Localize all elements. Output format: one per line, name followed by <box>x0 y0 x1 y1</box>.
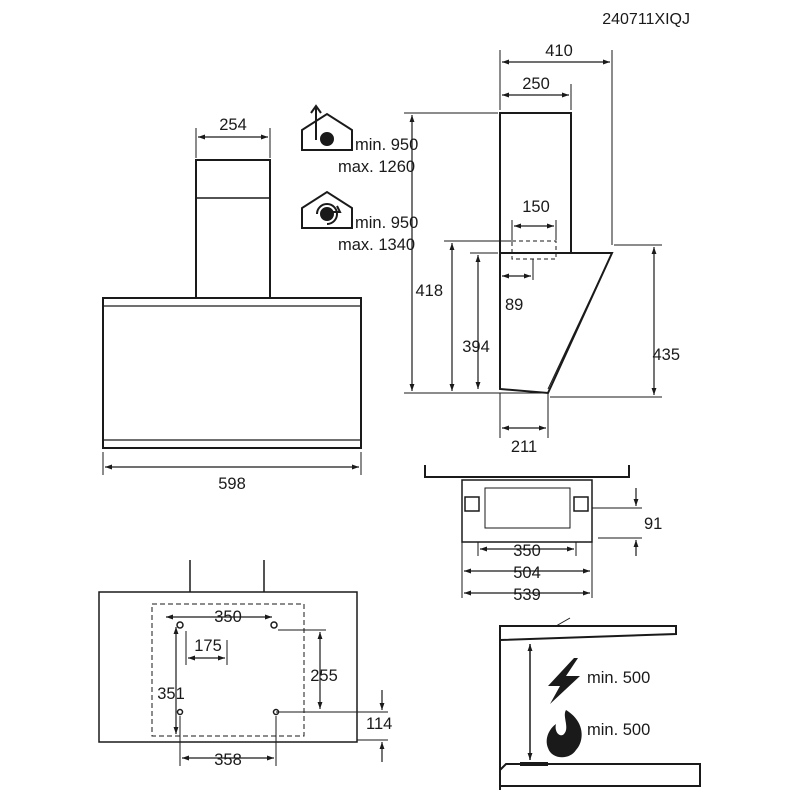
electric-min: min. 500 <box>587 669 650 687</box>
dim-350-top: 350 <box>513 542 541 560</box>
mounting-view <box>98 560 388 766</box>
extraction-mode-icon <box>301 104 353 151</box>
top-outlet <box>484 487 571 529</box>
gas-min: min. 500 <box>587 721 650 739</box>
side-hood-glass <box>547 252 613 390</box>
dim-358: 358 <box>214 751 242 769</box>
front-chimney <box>195 159 271 299</box>
hole-top-left <box>176 621 184 629</box>
dim-211: 211 <box>511 438 537 456</box>
side-view <box>404 50 662 438</box>
dim-150: 150 <box>522 198 550 216</box>
dim-394: 394 <box>462 338 490 356</box>
hole-bottom-left <box>176 708 184 716</box>
recirculation-min: min. 950 <box>355 214 418 232</box>
top-bracket-left <box>464 496 480 512</box>
lightning-icon <box>548 658 580 704</box>
clearance-hob <box>499 763 701 787</box>
side-chimney <box>499 112 572 254</box>
recirculation-mode-icon <box>301 190 353 229</box>
top-bracket-right <box>573 496 589 512</box>
top-hood-outline <box>461 479 593 543</box>
dim-250: 250 <box>522 75 550 93</box>
dim-255: 255 <box>310 667 338 685</box>
dim-351: 351 <box>157 685 185 703</box>
top-wall <box>424 465 630 478</box>
dim-254: 254 <box>219 116 247 134</box>
dim-598: 598 <box>218 475 246 493</box>
hole-top-right <box>270 621 278 629</box>
mounting-area-dashed <box>151 603 305 737</box>
dim-504: 504 <box>513 564 541 582</box>
dim-114: 114 <box>366 715 392 733</box>
recirculation-max: max. 1340 <box>338 236 415 254</box>
outlet-dashed <box>511 240 557 260</box>
dim-418: 418 <box>415 282 443 300</box>
extraction-min: min. 950 <box>355 136 418 154</box>
extraction-max: max. 1260 <box>338 158 415 176</box>
mounting-hood-outline <box>98 591 358 743</box>
clearance-view <box>499 617 701 790</box>
front-view <box>102 128 362 475</box>
model-code: 240711XIQJ <box>602 11 690 28</box>
flame-icon <box>546 710 582 758</box>
dim-89: 89 <box>505 296 523 314</box>
top-view <box>424 465 642 598</box>
front-hood <box>102 297 362 449</box>
dim-91: 91 <box>644 515 662 533</box>
dim-350-mount: 350 <box>214 608 242 626</box>
dim-539: 539 <box>513 586 541 604</box>
dim-435: 435 <box>652 346 680 364</box>
dim-410: 410 <box>545 42 573 60</box>
clearance-hood-edge <box>555 617 571 627</box>
clearance-hood-bottom <box>499 625 677 641</box>
dim-175: 175 <box>194 637 222 655</box>
